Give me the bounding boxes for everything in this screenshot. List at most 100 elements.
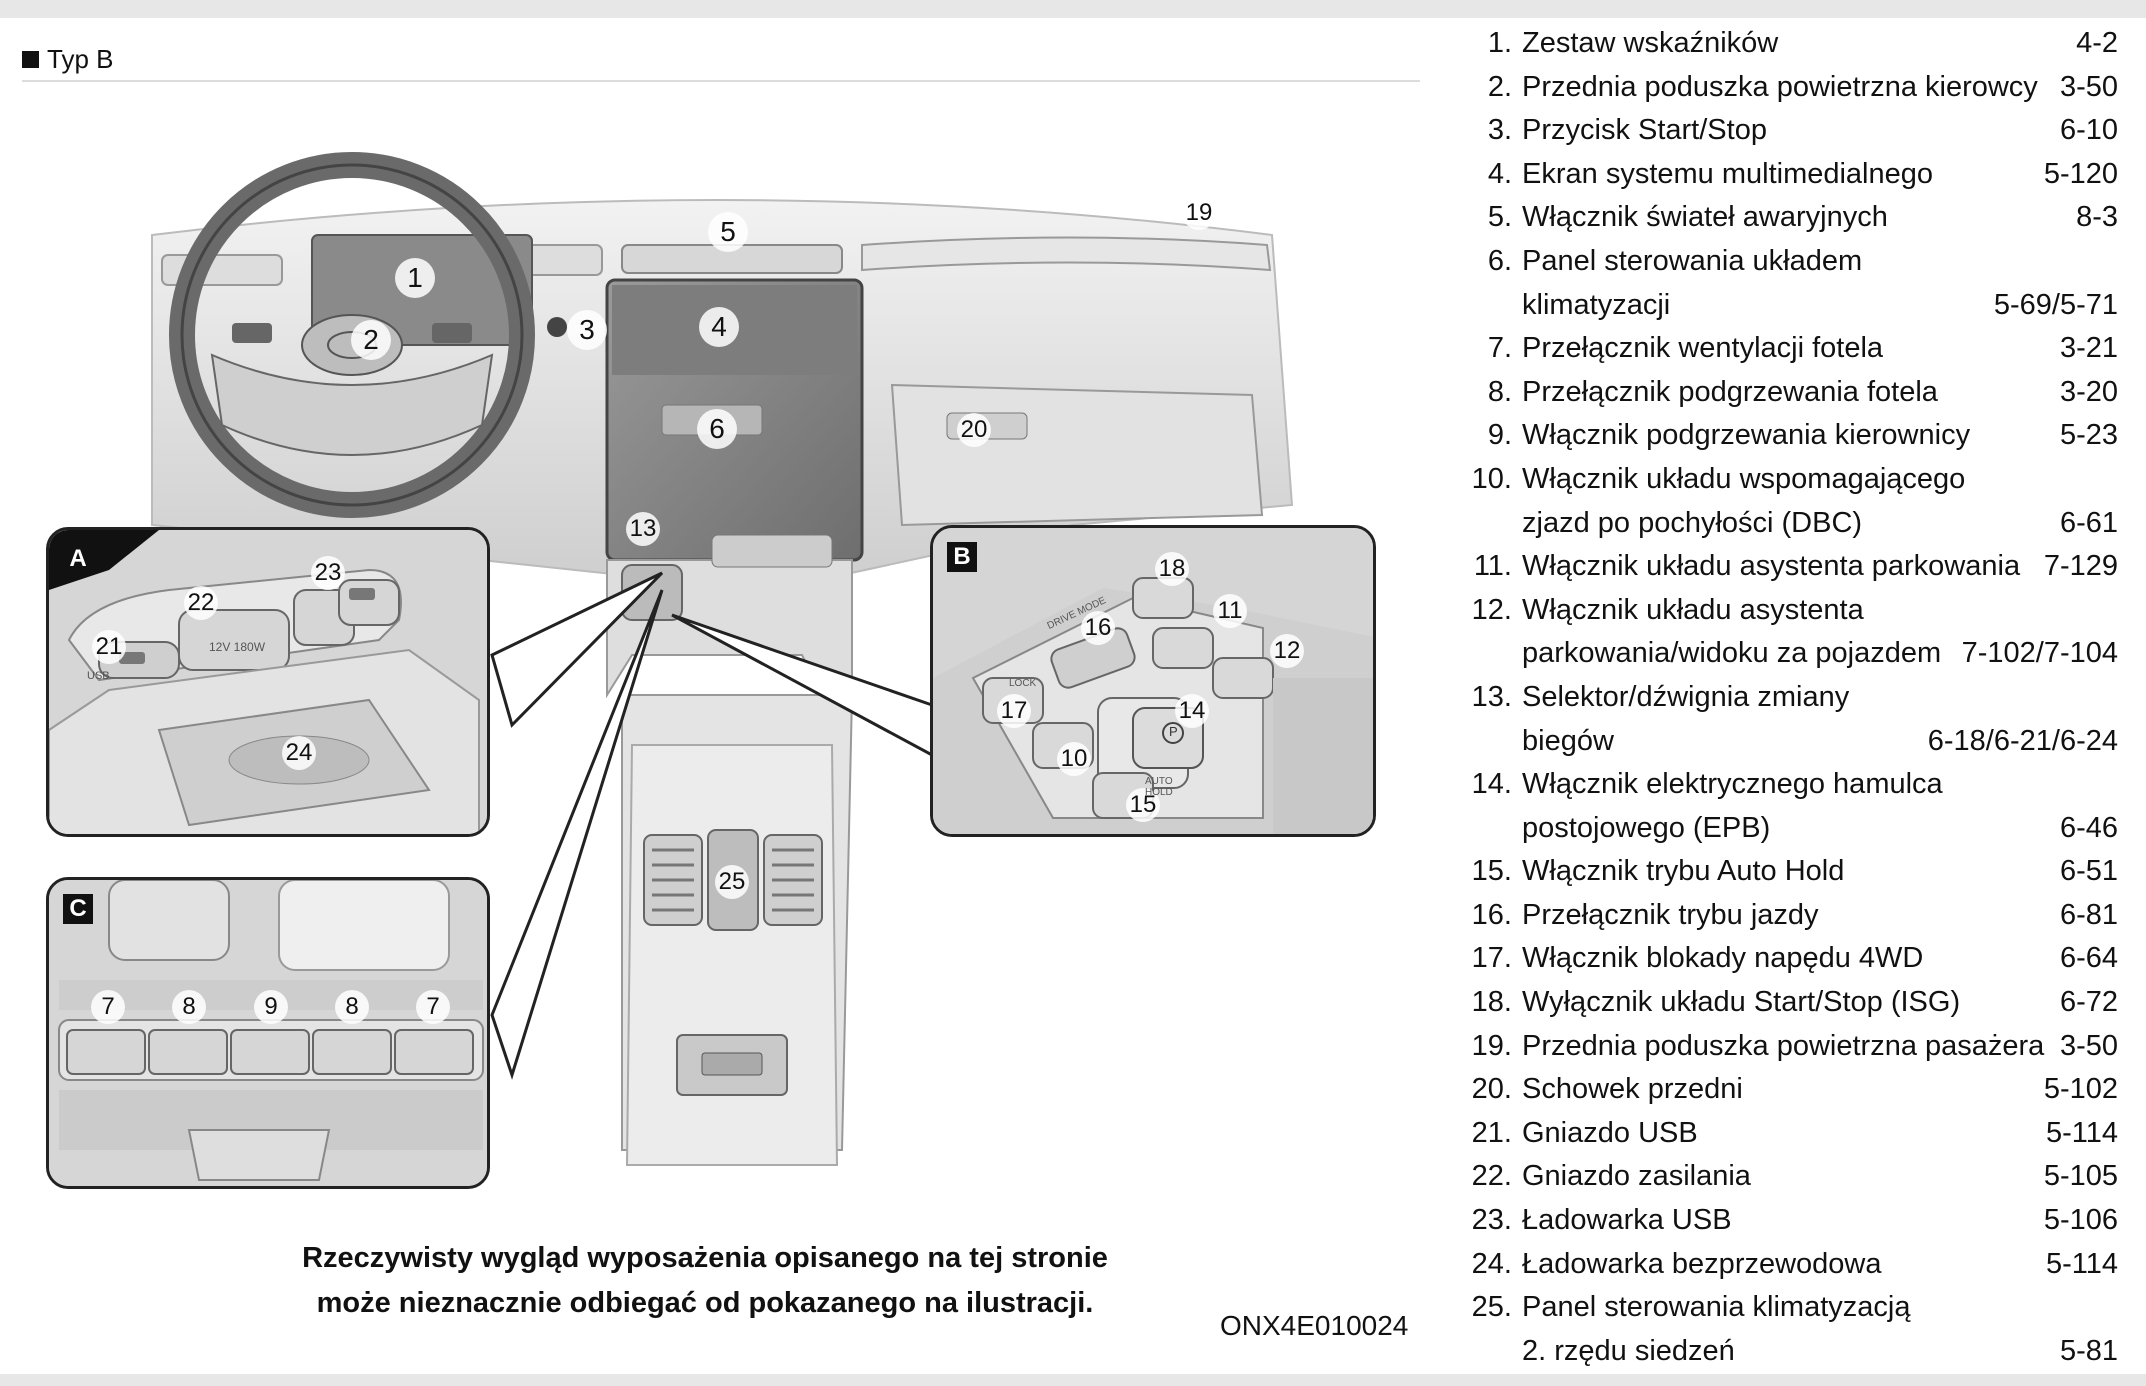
index-label: Zestaw wskaźników <box>1522 27 1779 59</box>
index-label: Włącznik układu wspomagającego <box>1522 462 1966 495</box>
index-label: Schowek przedni <box>1522 1073 1743 1106</box>
index-label: Gniazdo zasilania <box>1522 1160 1751 1193</box>
index-row: 16. Przełącznik trybu jazdy 6-81 <box>1450 894 2118 938</box>
index-page: 5-106 <box>2043 1204 2118 1237</box>
callout-24: 24 <box>282 736 316 770</box>
index-label: Przednia poduszka powietrzna pasażera <box>1522 1029 2045 1062</box>
index-page: 3-21 <box>2059 332 2118 365</box>
dashboard-drawing <box>151 152 1294 1166</box>
index-number: 17. <box>1471 942 1512 975</box>
notice-line-1: Rzeczywisty wygląd wyposażenia opisanego… <box>302 1242 1108 1274</box>
index-page: 6-72 <box>2059 986 2118 1019</box>
index-number: 8. <box>1487 375 1512 408</box>
index-label: Włącznik podgrzewania kierownicy <box>1522 419 1971 452</box>
index-row: zjazd po pochyłości (DBC) 6-61 <box>1450 502 2118 546</box>
index-page: 3-50 <box>2059 70 2118 103</box>
index-page: 6-81 <box>2059 898 2118 931</box>
callout-14: 14 <box>1175 694 1209 728</box>
index-label: Włącznik blokady napędu 4WD <box>1522 942 1924 975</box>
index-label: parkowania/widoku za pojazdem <box>1522 637 1942 670</box>
index-label: Włącznik układu asystenta parkowania <box>1522 550 2021 583</box>
index-row: 18.Wyłącznik układu Start/Stop (ISG)6-72 <box>1450 981 2118 1025</box>
index-number: 9. <box>1487 419 1512 452</box>
callout-17: 17 <box>997 694 1031 728</box>
index-number: 15. <box>1471 855 1512 888</box>
index-label: Włącznik świateł awaryjnych <box>1522 201 1888 234</box>
index-label: Przełącznik podgrzewania fotela <box>1522 375 1938 408</box>
index-row: 13.Selektor/dźwignia zmiany <box>1450 676 2118 720</box>
index-number: 13. <box>1471 680 1512 713</box>
index-page: 6-18/6-21/6-24 <box>1927 724 2118 757</box>
index-label: zjazd po pochyłości (DBC) <box>1522 506 1863 539</box>
index-page: 5-69/5-71 <box>1993 288 2118 321</box>
index-number: 10. <box>1471 462 1512 495</box>
index-page: 3-20 <box>2059 375 2118 408</box>
callout-8-right: 8 <box>335 990 369 1024</box>
header-divider <box>22 80 1420 82</box>
index-page: 3-50 <box>2059 1029 2118 1062</box>
inset-a: A 21 22 23 24 USB 12V 180W <box>46 527 490 837</box>
index-number: 18. <box>1471 986 1512 1019</box>
callout-15: 15 <box>1126 788 1160 822</box>
index-number: 16. <box>1471 898 1512 931</box>
index-label: Włącznik układu asystenta <box>1522 593 1864 626</box>
inset-b-drawing <box>933 528 1373 834</box>
callout-7-left: 7 <box>91 990 125 1024</box>
type-label: Typ B <box>22 44 113 75</box>
index-page: 5-114 <box>2045 1247 2118 1280</box>
callout-7-right: 7 <box>416 990 450 1024</box>
index-row: 12. Włącznik układu asystenta <box>1450 589 2118 633</box>
index-page: 7-129 <box>2043 550 2118 583</box>
index-number: 24. <box>1471 1247 1512 1280</box>
lock-text: LOCK <box>1009 678 1037 689</box>
index-page: 5-81 <box>2059 1334 2118 1367</box>
index-page: 6-61 <box>2059 506 2118 539</box>
index-number: 12. <box>1471 593 1512 626</box>
callout-5: 5 <box>708 212 748 252</box>
index-label: Ekran systemu multimedialnego <box>1522 157 1934 190</box>
callout-4: 4 <box>699 307 739 347</box>
inset-c-tag: C <box>63 894 93 924</box>
callout-10: 10 <box>1057 742 1091 776</box>
index-label: Przełącznik trybu jazdy <box>1522 898 1819 931</box>
inset-b-tag: B <box>947 542 977 572</box>
callout-22: 22 <box>184 586 218 620</box>
bottom-rule <box>0 1374 2146 1386</box>
type-label-text: Typ B <box>47 44 114 74</box>
index-row: 25. Panel sterowania klimatyzacją <box>1450 1286 2118 1330</box>
callout-8-left: 8 <box>172 990 206 1024</box>
index-label: Przycisk Start/Stop <box>1522 114 1767 147</box>
callout-3: 3 <box>567 310 607 350</box>
callout-12: 12 <box>1270 634 1304 668</box>
power-text: 12V 180W <box>209 640 266 654</box>
index-number: 25. <box>1471 1291 1512 1324</box>
callout-23: 23 <box>311 556 345 590</box>
index-label: biegów <box>1522 724 1614 757</box>
index-number: 23. <box>1471 1204 1512 1237</box>
callout-9: 9 <box>254 990 288 1024</box>
index-page: 4-2 <box>2076 27 2118 59</box>
index-row: postojowego (EPB)6-46 <box>1450 807 2118 851</box>
callout-16: 16 <box>1081 611 1115 645</box>
figure-code: ONX4E010024 <box>1220 1310 1409 1341</box>
index-label: Panel sterowania klimatyzacją <box>1522 1291 1911 1324</box>
index-row: 19.Przednia poduszka powietrzna pasażera… <box>1450 1025 2118 1069</box>
index-page: 5-120 <box>2043 157 2118 190</box>
inset-c-drawing <box>49 880 487 1186</box>
index-label: klimatyzacji <box>1522 288 1671 321</box>
index-label: Włącznik trybu Auto Hold <box>1522 855 1845 888</box>
inset-c: C 7 8 9 8 7 <box>46 877 490 1189</box>
inset-b: B 18 16 11 12 17 14 10 15 DRIVE MODE LOC… <box>930 525 1376 837</box>
index-label: Ładowarka bezprzewodowa <box>1522 1247 1882 1280</box>
index-number: 2. <box>1487 70 1512 103</box>
index-label: Włącznik elektrycznego hamulca <box>1522 768 1943 801</box>
inset-a-drawing <box>49 530 487 834</box>
index-number: 21. <box>1471 1116 1512 1149</box>
